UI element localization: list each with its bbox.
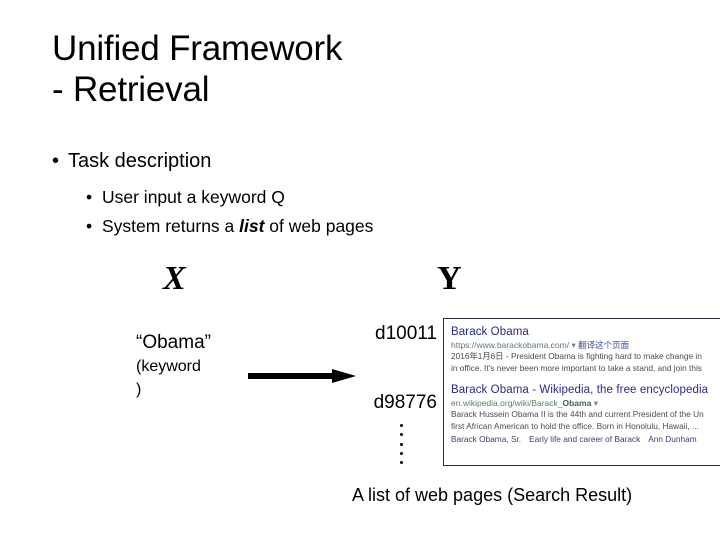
search-result-url-text: en.wikipedia.org/wiki/Barack_ xyxy=(451,398,563,408)
bullet-task-description-label: Task description xyxy=(68,150,212,172)
bullet-user-input-label: User input a keyword Q xyxy=(102,187,285,207)
output-variable-label: Y xyxy=(437,260,462,297)
search-results-panel: Barack Obama https://www.barackobama.com… xyxy=(443,318,720,466)
search-result-item[interactable]: Barack Obama - Wikipedia, the free encyc… xyxy=(451,383,720,445)
bullet-system-returns-pre: System returns a xyxy=(102,216,240,236)
search-result-url-bold: Obama xyxy=(562,398,592,408)
search-result-snippet-line: in office. It's never been more importan… xyxy=(451,362,702,373)
chevron-down-icon[interactable]: ▾ xyxy=(571,340,576,350)
page-title-line-2: - Retrieval xyxy=(52,70,210,109)
search-result-url-text: https://www.barackobama.com/ xyxy=(451,340,570,350)
right-arrow-icon xyxy=(248,369,356,383)
search-result-sitelinks: Barack Obama, Sr. Early life and career o… xyxy=(451,433,720,445)
search-result-url: en.wikipedia.org/wiki/Barack_Obama ▾ xyxy=(451,397,720,409)
input-variable-label: X xyxy=(163,260,186,297)
bullet-marker-icon: • xyxy=(86,187,93,207)
chevron-down-icon[interactable]: ▾ xyxy=(593,398,598,408)
bullet-task-description: • Task description xyxy=(52,148,211,174)
query-block: “Obama” (keyword ) xyxy=(136,331,261,401)
query-subtext: (keyword ) xyxy=(136,355,261,401)
bullet-marker-icon: • xyxy=(86,216,93,236)
bullet-system-returns: • System returns a list of web pages xyxy=(86,214,373,238)
search-result-snippet-line: Barack Hussein Obama II is the 44th and … xyxy=(451,409,704,419)
bullet-system-returns-post: of web pages xyxy=(264,216,374,236)
sitelink[interactable]: Barack Obama, Sr. xyxy=(451,434,522,444)
search-result-snippet-line: 2016年1月6日 - President Obama is fighting … xyxy=(451,351,702,361)
page-title-line-1: Unified Framework xyxy=(52,29,343,68)
doc-id-1: d10011 xyxy=(375,323,437,344)
search-result-url: https://www.barackobama.com/ ▾ 翻译这个页面 xyxy=(451,339,720,351)
page-title: Unified Framework - Retrieval xyxy=(52,28,672,110)
bullet-marker-icon: • xyxy=(52,150,60,172)
doc-id-2: d98776 xyxy=(373,392,437,413)
vertical-ellipsis-icon xyxy=(398,424,404,464)
query-term-label: “Obama” xyxy=(136,332,211,353)
translate-page-link[interactable]: 翻译这个页面 xyxy=(578,340,630,350)
search-result-item[interactable]: Barack Obama https://www.barackobama.com… xyxy=(451,325,720,374)
diagram-caption: A list of web pages (Search Result) xyxy=(352,485,633,505)
query-subtext-close: ) xyxy=(136,381,142,398)
search-result-title[interactable]: Barack Obama - Wikipedia, the free encyc… xyxy=(451,384,709,396)
search-result-title[interactable]: Barack Obama xyxy=(451,326,529,338)
bullet-user-input: • User input a keyword Q xyxy=(86,185,285,209)
query-subtext-open: (keyword xyxy=(136,358,201,375)
search-result-snippet-line: first African American to hold the offic… xyxy=(451,420,699,431)
sitelink[interactable]: Early life and career of Barack xyxy=(529,434,641,444)
bullet-system-returns-emphasis: list xyxy=(239,216,265,236)
sitelink[interactable]: Ann Dunham xyxy=(648,434,697,444)
